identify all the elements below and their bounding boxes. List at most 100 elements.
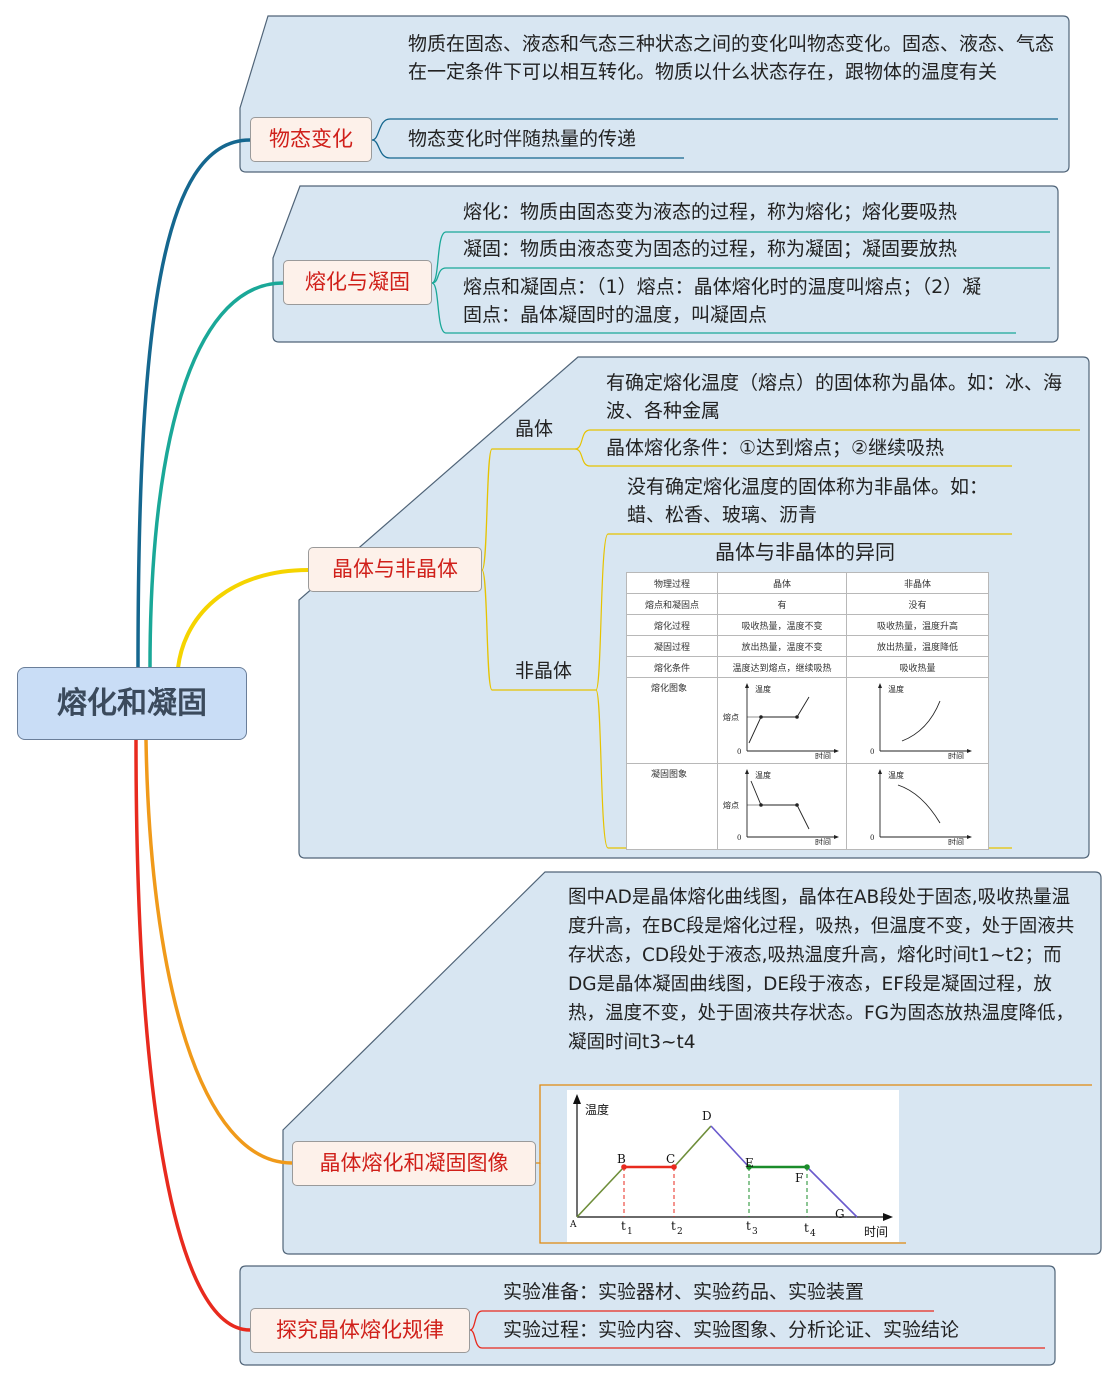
time-subscript: 4 [810,1229,816,1239]
connector [469,1329,1045,1349]
axis-origin: 0 [737,834,741,842]
branch-experiment[interactable]: 探究晶体熔化规律 [250,1308,470,1353]
axis-x-label: 时间 [815,837,831,845]
solidifying-point-label: 熔点 [723,800,739,810]
table-row: 凝固图象 温度 时间 0 熔点 温度 [626,763,989,850]
table-cell: 吸收热量 [846,656,989,678]
branch-line-3 [176,568,309,669]
crystal-heating-cooling-graph: 温度 时间 A B C D E F G t 1 t 2 t 3 t 4 [567,1090,899,1242]
connector [481,569,596,691]
connector [595,689,1012,849]
connector [574,429,1080,450]
axis-y-label: 温度 [755,684,771,694]
table-cell: 熔化条件 [626,656,718,678]
panel-physical-change [239,15,1070,173]
time-subscript: 2 [677,1227,683,1237]
axis-y-label: 温度 [755,770,771,780]
branch-line-4 [144,739,293,1165]
melting-point-label: 熔点 [723,712,739,722]
experiment-process: 实验过程：实验内容、实验图象、分析论证、实验结论 [503,1319,960,1341]
table-row: 熔化过程 吸收热量，温度不变 吸收热量，温度升高 [626,614,989,636]
crystal-definition: 有确定熔化温度（熔点）的固体称为晶体。如：冰、海波、各种金属 [606,372,1063,422]
time-label: t [746,1219,751,1233]
connector [595,533,1012,691]
table-row: 熔点和凝固点 有 没有 [626,593,989,615]
table-cell: 放出热量，温度降低 [846,635,989,657]
table-header-cell: 非晶体 [846,572,989,594]
crystal-solidifying-graph: 温度 时间 0 熔点 [717,763,847,850]
axis-x-label: 时间 [864,1225,888,1239]
axis-x-label: 时间 [948,837,964,845]
table-cell: 温度达到熔点，继续吸热 [717,656,847,678]
panel-melting-solidifying [272,185,1059,343]
branch-line-2 [148,281,284,669]
graph-description: 图中AD是晶体熔化曲线图，晶体在AB段处于固态,吸收热量温度升高，在BC段是熔化… [568,887,1075,1053]
table-cell: 凝固过程 [626,635,718,657]
amorphous-definition: 没有确定熔化温度的固体称为非晶体。如：蜡、松香、玻璃、沥青 [627,476,989,526]
axis-origin: 0 [870,834,874,842]
connector [431,231,1050,284]
axis-x-label: 时间 [948,751,964,759]
table-cell: 熔化图象 [626,677,718,764]
crystal-melting-condition: 晶体熔化条件：①达到熔点；②继续吸热 [606,437,945,459]
crystal-label: 晶体 [515,418,554,440]
point-label: B [617,1152,626,1166]
comparison-title: 晶体与非晶体的异同 [715,540,895,564]
time-label: t [804,1221,809,1235]
point-label: A [569,1220,577,1230]
root-topic[interactable]: 熔化和凝固 [17,667,247,740]
table-row: 凝固过程 放出热量，温度不变 放出热量，温度降低 [626,635,989,657]
branch-melting-solidifying[interactable]: 熔化与凝固 [283,260,432,305]
axis-x-label: 时间 [815,751,831,759]
table-cell: 吸收热量，温度不变 [717,614,847,636]
point-label: D [702,1109,712,1123]
table-row: 熔化条件 温度达到熔点，继续吸热 吸收热量 [626,656,989,678]
branch-line-5 [134,739,251,1332]
axis-y-label: 温度 [585,1102,609,1117]
experiment-preparation: 实验准备：实验器材、实验药品、实验装置 [503,1281,865,1303]
axis-y-label: 温度 [888,684,904,694]
table-header-cell: 晶体 [717,572,847,594]
branch-crystal-graph[interactable]: 晶体熔化和凝固图像 [292,1141,536,1186]
table-header-cell: 物理过程 [626,572,718,594]
physical-change-definition: 物质在固态、液态和气态三种状态之间的变化叫物态变化。固态、液态、气态在一定条件下… [408,33,1055,83]
branch-crystal-amorphous[interactable]: 晶体与非晶体 [308,547,482,592]
axis-origin: 0 [870,748,874,756]
connector [469,1310,934,1331]
point-label: F [795,1171,803,1185]
amorphous-solidifying-graph: 温度 时间 0 [846,763,989,850]
amorphous-label: 非晶体 [515,660,573,682]
solidifying-definition: 凝固：物质由液态变为固态的过程，称为凝固；凝固要放热 [463,238,958,260]
table-cell: 熔化过程 [626,614,718,636]
crystal-melting-graph: 温度 时间 0 熔点 [717,677,847,764]
time-subscript: 3 [752,1227,758,1237]
connector [371,139,684,159]
time-subscript: 1 [627,1227,633,1237]
amorphous-melting-graph: 温度 时间 0 [846,677,989,764]
table-cell: 凝固图象 [626,763,718,850]
table-row: 熔化图象 温度 时间 0 熔点 温度 [626,677,989,764]
connector [431,282,1016,334]
connector [539,1163,906,1244]
table-cell: 有 [717,593,847,615]
table-cell: 放出热量，温度不变 [717,635,847,657]
branch-physical-change[interactable]: 物态变化 [250,117,372,162]
connector [481,448,575,571]
melting-point-definition: 熔点和凝固点：（1）熔点：晶体熔化时的温度叫熔点；（2）凝固点：晶体凝固时的温度… [463,276,982,326]
connector [574,448,1012,467]
table-cell: 熔点和凝固点 [626,593,718,615]
comparison-table: 物理过程 晶体 非晶体 熔点和凝固点 有 没有 熔化过程 吸收热量，温度不变 吸… [626,572,989,850]
table-cell: 吸收热量，温度升高 [846,614,989,636]
point-label: E [745,1156,754,1170]
melting-definition: 熔化：物质由固态变为液态的过程，称为熔化；熔化要吸热 [463,201,958,223]
table-cell: 没有 [846,593,989,615]
time-label: t [671,1219,676,1233]
connector [371,118,1058,141]
time-label: t [621,1219,626,1233]
table-row: 物理过程 晶体 非晶体 [626,572,989,594]
point-label: G [835,1207,845,1221]
branch-line-1 [136,138,251,669]
point-label: C [666,1152,675,1166]
axis-y-label: 温度 [888,770,904,780]
physical-change-heat-transfer: 物态变化时伴随热量的传递 [408,128,637,150]
